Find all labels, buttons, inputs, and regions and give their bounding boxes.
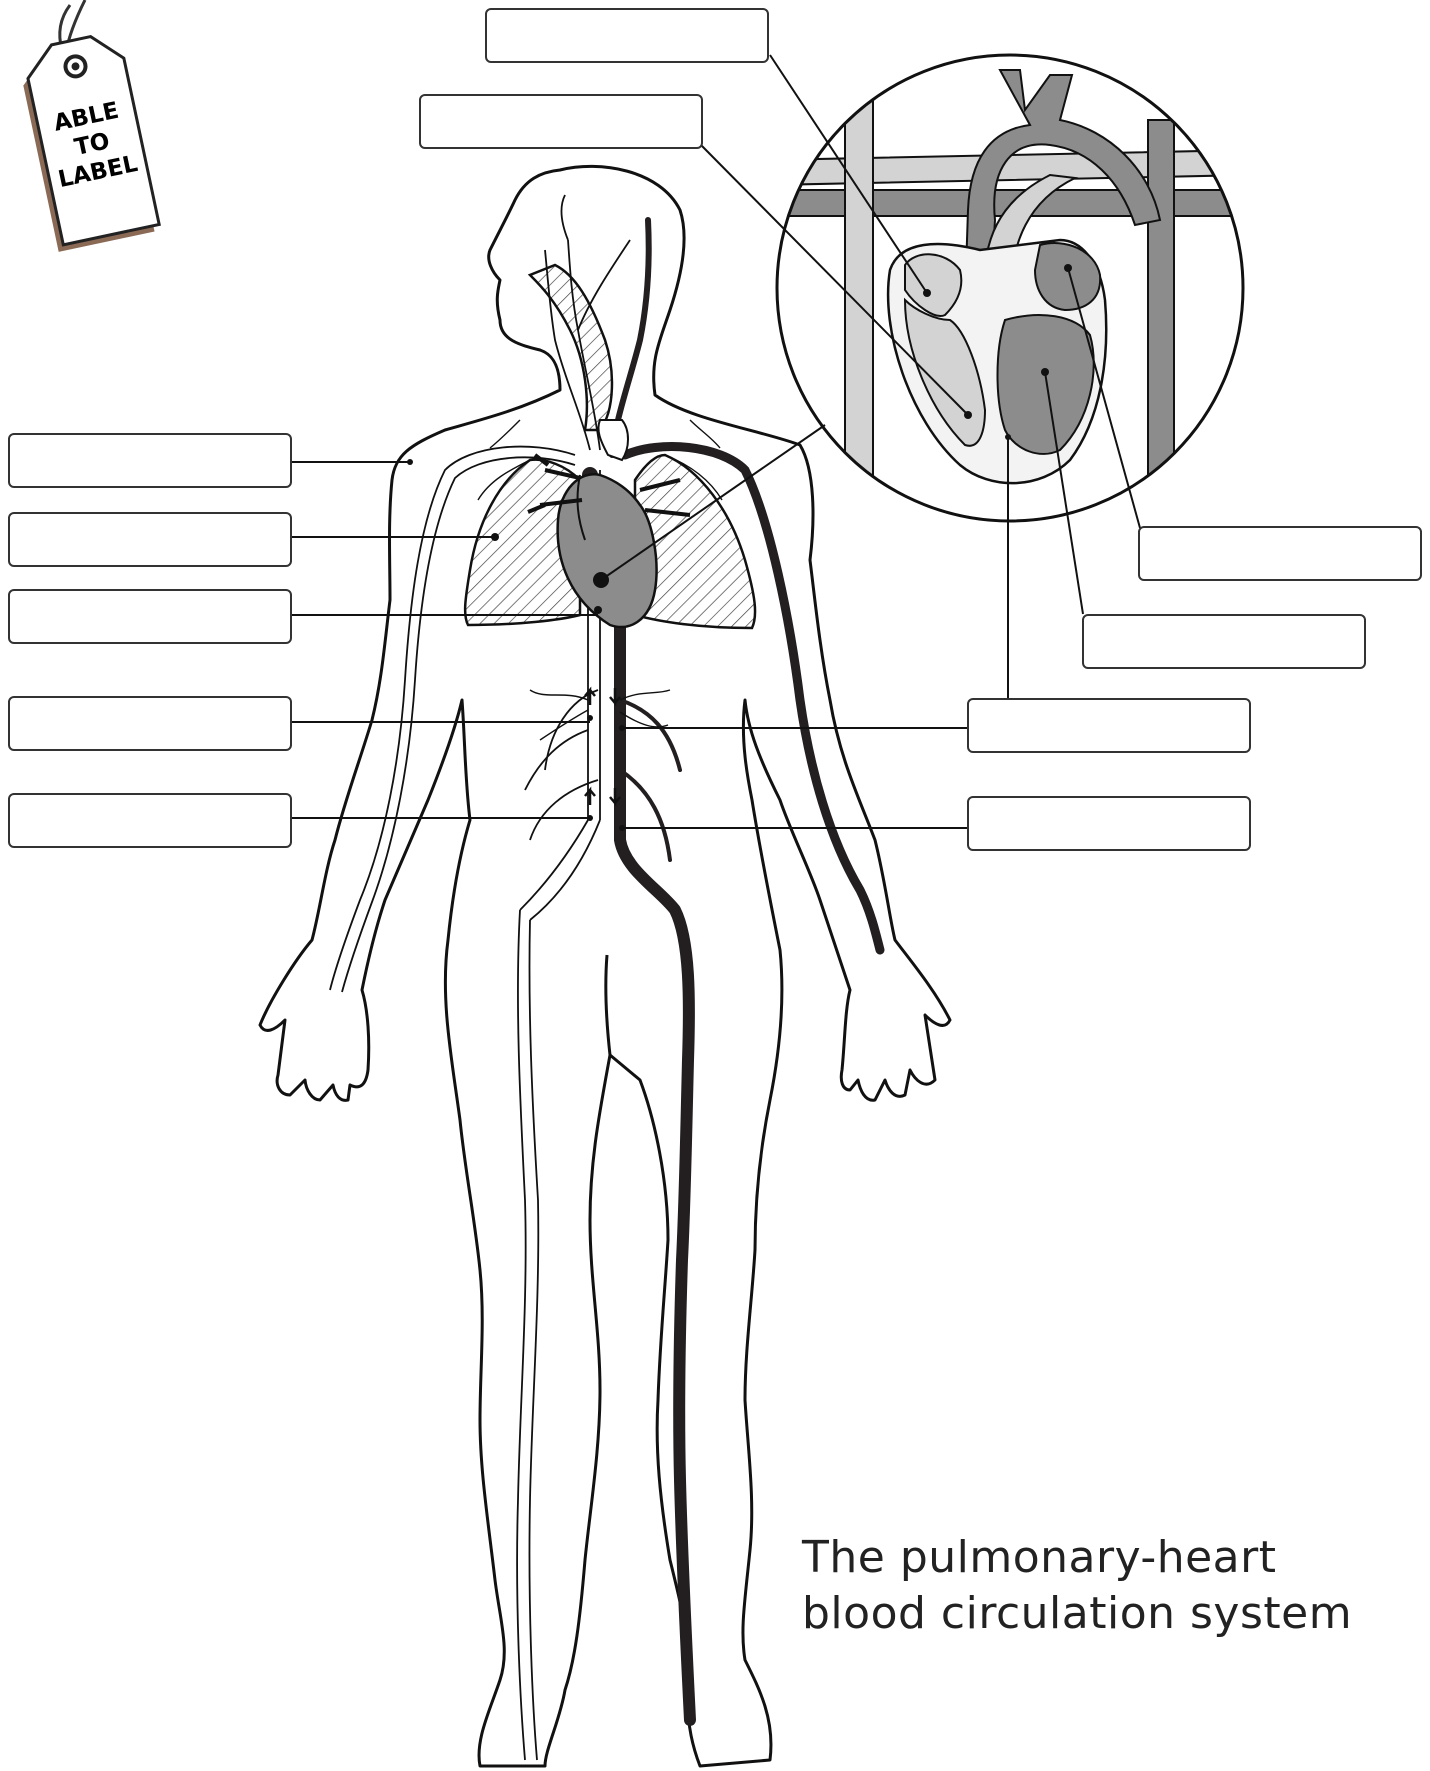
label-box-left-2[interactable] [8,512,292,567]
able-to-label-tag: ABLE TO LABEL [16,0,160,252]
label-box-left-4[interactable] [8,696,292,751]
label-box-right-4[interactable] [967,796,1251,851]
caption-line-1: The pulmonary-heart [802,1530,1352,1586]
label-box-left-5[interactable] [8,793,292,848]
diagram-caption: The pulmonary-heart blood circulation sy… [802,1530,1352,1642]
magnified-heart [770,50,1250,540]
label-box-right-1[interactable] [1138,526,1422,581]
label-box-top-2[interactable] [419,94,703,149]
caption-line-2: blood circulation system [802,1586,1352,1642]
label-box-left-3[interactable] [8,589,292,644]
label-box-top-1[interactable] [485,8,769,63]
label-box-right-2[interactable] [1082,614,1366,669]
label-box-left-1[interactable] [8,433,292,488]
label-box-right-3[interactable] [967,698,1251,753]
